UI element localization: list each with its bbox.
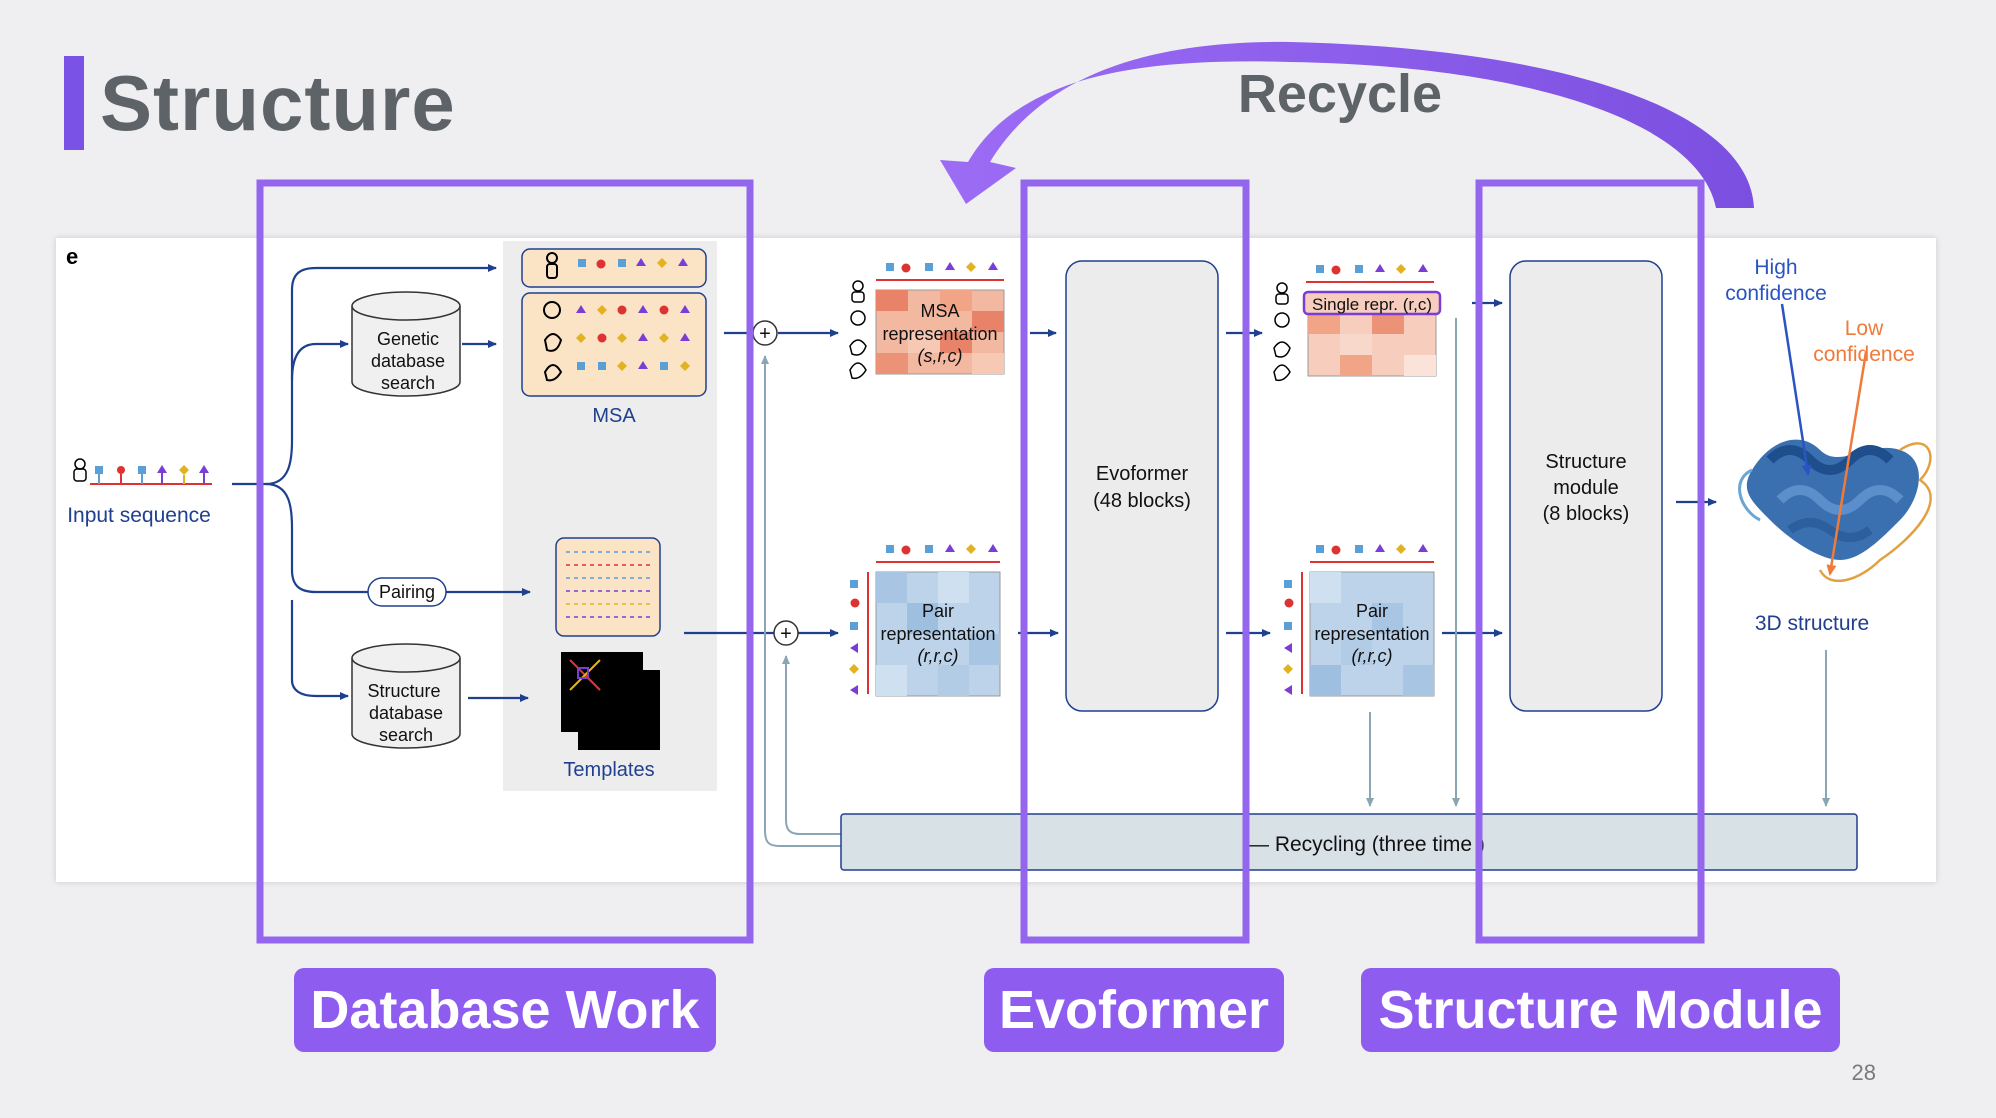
input-sequence-label: Input sequence bbox=[67, 504, 211, 527]
database-highlight-box bbox=[256, 179, 754, 944]
pair-repr-right-line3: (r,r,c) bbox=[1352, 646, 1393, 666]
single-repr-highlight bbox=[1302, 290, 1442, 316]
slide-title: Structure bbox=[100, 59, 456, 147]
msa-homolog-rows bbox=[521, 292, 707, 397]
template-contacts bbox=[569, 659, 601, 691]
structure-module-box bbox=[1509, 260, 1663, 712]
high-confidence-line1: High bbox=[1754, 256, 1797, 279]
pair-repr-line2: representation bbox=[880, 624, 995, 644]
msa-query-row bbox=[521, 248, 707, 288]
structure-db-line3: search bbox=[379, 725, 433, 745]
msa-repr-line3: (s,r,c) bbox=[918, 346, 963, 366]
structure-module-label: Structure Module bbox=[1361, 968, 1840, 1052]
recycle-arrow bbox=[940, 41, 1754, 208]
pair-repr-right-line1: Pair bbox=[1356, 601, 1388, 621]
pair-repr-header bbox=[876, 544, 1000, 563]
genetic-db-line1: Genetic bbox=[377, 329, 439, 349]
pairing-label: Pairing bbox=[379, 582, 435, 602]
pairing-grid bbox=[555, 537, 661, 637]
pair-repr-line1: Pair bbox=[922, 601, 954, 621]
pair-add-icon bbox=[773, 620, 799, 646]
page-number: 28 bbox=[1851, 1060, 1876, 1085]
recycling-label: — Recycling (three time ) bbox=[1248, 833, 1485, 856]
svg-text:+: + bbox=[780, 623, 792, 645]
low-confidence-line2: confidence bbox=[1813, 343, 1915, 366]
genetic-db-line3: search bbox=[381, 373, 435, 393]
recycling-bar bbox=[840, 813, 1858, 871]
pair-repr-side bbox=[849, 572, 869, 695]
database-work-label: Database Work bbox=[294, 968, 716, 1052]
msa-repr-line1: MSA bbox=[920, 301, 959, 321]
high-confidence-line2: confidence bbox=[1725, 282, 1827, 305]
pair-repr-right-side bbox=[1283, 572, 1303, 695]
single-repr-label: Single repr. (r,c) bbox=[1312, 295, 1432, 314]
panel-letter: e bbox=[66, 244, 78, 269]
msa-label: MSA bbox=[592, 405, 636, 427]
structure-database-icon bbox=[351, 643, 461, 749]
pair-representation-heatmap-right bbox=[1309, 571, 1435, 697]
structure-3d-label: 3D structure bbox=[1755, 612, 1869, 635]
svg-text:+: + bbox=[759, 323, 771, 345]
structure-box-line2: module bbox=[1553, 477, 1619, 499]
single-repr-header bbox=[1306, 264, 1434, 283]
protein-3d-structure-icon bbox=[1738, 439, 1932, 583]
recycle-label: Recycle bbox=[1238, 64, 1442, 124]
pair-repr-line3: (r,r,c) bbox=[918, 646, 959, 666]
pair-representation-heatmap-left bbox=[875, 571, 1001, 697]
msa-residue-markers bbox=[576, 258, 690, 371]
structure-module-highlight-box bbox=[1475, 179, 1705, 944]
msa-residue-glyphs bbox=[543, 252, 563, 382]
evoformer-line2: (48 blocks) bbox=[1093, 490, 1191, 512]
genetic-db-line2: database bbox=[371, 351, 445, 371]
genetic-database-icon bbox=[351, 291, 461, 397]
structure-db-line2: database bbox=[369, 703, 443, 723]
evoformer-label: Evoformer bbox=[984, 968, 1284, 1052]
structure-box-line3: (8 blocks) bbox=[1543, 503, 1630, 525]
evoformer-line1: Evoformer bbox=[1096, 463, 1189, 485]
single-repr-organisms bbox=[1273, 282, 1291, 382]
input-sequence-icon bbox=[73, 458, 212, 485]
msa-repr-organisms bbox=[849, 280, 867, 380]
structure-box-line1: Structure bbox=[1545, 451, 1626, 473]
evoformer-box bbox=[1065, 260, 1219, 712]
pair-repr-right-line2: representation bbox=[1314, 624, 1429, 644]
templates-label: Templates bbox=[563, 759, 654, 781]
msa-representation-heatmap bbox=[875, 289, 1005, 375]
msa-repr-header bbox=[876, 262, 1004, 281]
structure-db-line1: Structure bbox=[367, 681, 440, 701]
title-accent-bar bbox=[64, 56, 84, 150]
pair-repr-right-header bbox=[1310, 544, 1434, 563]
msa-repr-line2: representation bbox=[882, 324, 997, 344]
evoformer-highlight-box bbox=[1020, 179, 1250, 944]
pairing-grid-lines bbox=[566, 551, 650, 618]
pairing-pill bbox=[367, 577, 447, 607]
low-confidence-line1: Low bbox=[1845, 317, 1884, 340]
